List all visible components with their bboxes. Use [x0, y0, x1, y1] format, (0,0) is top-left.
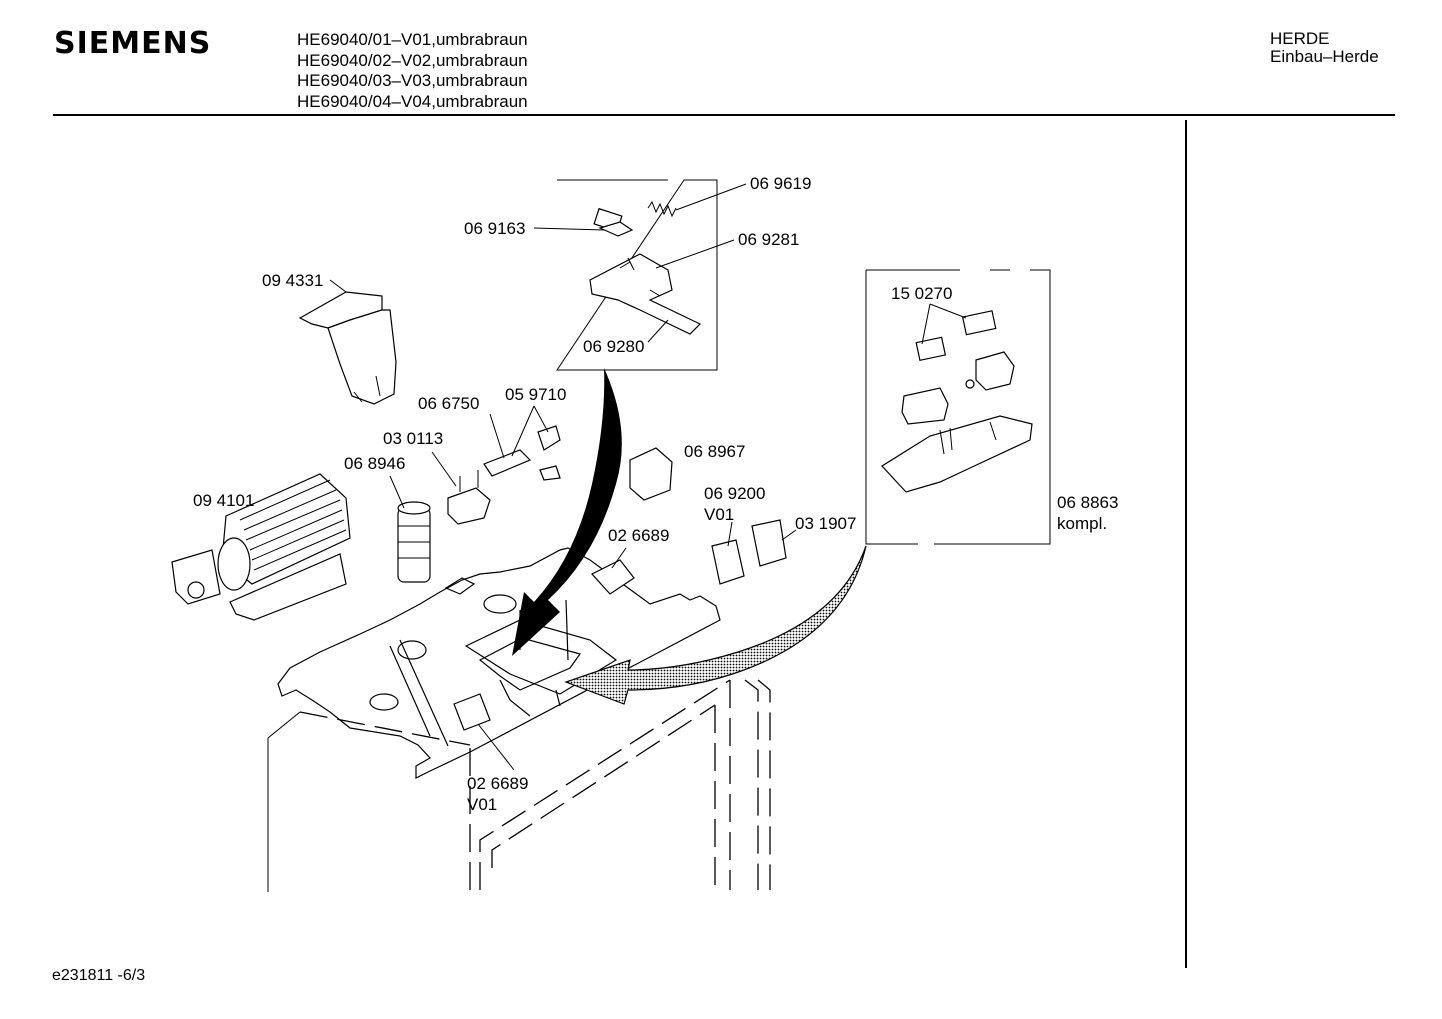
part-label: 06 8967: [684, 442, 745, 461]
model-list: HE69040/01–V01,umbrabraun HE69040/02–V02…: [297, 30, 528, 112]
relay: [483, 449, 532, 477]
part-label: 06 9619: [750, 174, 811, 193]
model-line: HE69040/01–V01,umbrabraun: [297, 30, 528, 49]
side-divider: [1185, 120, 1187, 968]
thermostat: [447, 470, 491, 525]
part-label: 09 4101: [193, 491, 254, 510]
part-label: 06 9163: [464, 219, 525, 238]
terminal-block-bottom: [453, 693, 491, 731]
assembly-arrow-dotted: [564, 545, 867, 705]
drawing-id: e231811 -6/3: [52, 967, 146, 984]
assembly-arrow-dark: [512, 368, 622, 656]
tangential-fan: [171, 473, 351, 621]
terminal-block-top: [591, 559, 635, 595]
category-title: HERDE: [1270, 29, 1330, 48]
part-label: 03 1907: [795, 514, 856, 533]
capacitor: [397, 501, 431, 583]
model-line: HE69040/03–V03,umbrabraun: [297, 71, 528, 90]
door-lock-box: [865, 269, 1051, 545]
leader-lines: [329, 183, 967, 771]
part-label: 06 8946: [344, 454, 405, 473]
part-label: 09 4331: [262, 271, 323, 290]
category-block: HERDE Einbau–Herde: [1270, 30, 1379, 66]
lamp-socket: [629, 447, 673, 501]
model-line: HE69040/02–V02,umbrabraun: [297, 50, 528, 70]
part-note-label: kompl.: [1057, 514, 1107, 533]
part-label: 02 6689: [608, 526, 669, 545]
part-variant-label: V01: [704, 505, 734, 524]
part-label: 06 9200: [704, 484, 765, 503]
part-label: 05 9710: [505, 385, 566, 404]
model-line: HE69040/04–V04,umbrabraun: [297, 91, 528, 111]
header-divider: [53, 114, 1395, 116]
part-label: 06 9281: [738, 230, 799, 249]
part-label: 03 0113: [383, 429, 443, 448]
part-label: 15 0270: [891, 284, 952, 303]
part-label: 06 8863: [1057, 493, 1118, 512]
part-label: 06 9280: [583, 337, 644, 356]
part-variant-label: V01: [467, 795, 497, 814]
category-subtitle: Einbau–Herde: [1270, 47, 1379, 66]
temperature-sensor: [537, 425, 561, 481]
part-label: 02 6689: [467, 774, 528, 793]
brand-logo: SIEMENS: [54, 26, 212, 61]
oven-cabinet: [267, 679, 771, 892]
part-label: 06 6750: [418, 394, 479, 413]
fan-guard-hood: [298, 291, 397, 405]
switch-pair: [711, 519, 787, 585]
switch-assembly-box: [556, 179, 718, 371]
